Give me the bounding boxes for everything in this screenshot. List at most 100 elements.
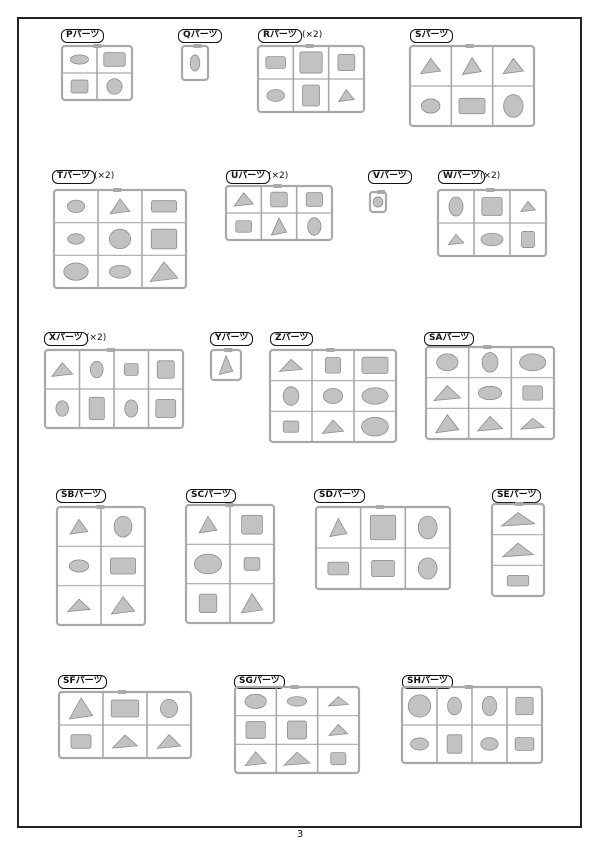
part-multiplier: (×2) xyxy=(480,171,501,181)
kit-part xyxy=(245,721,266,739)
kit-part xyxy=(305,192,323,207)
kit-part xyxy=(150,228,178,250)
kit-part xyxy=(50,362,74,377)
kit-part xyxy=(337,88,355,102)
kit-part xyxy=(244,751,267,767)
page-number: 3 xyxy=(296,829,304,840)
kit-part xyxy=(361,356,389,374)
kit-part xyxy=(265,56,286,69)
kit-part xyxy=(371,559,395,578)
kit-part xyxy=(502,57,525,75)
kit-part xyxy=(109,264,131,279)
runner-sheet xyxy=(180,44,210,82)
kit-part xyxy=(286,696,308,707)
kit-part xyxy=(240,592,264,614)
part-label: SFパーツ xyxy=(58,675,108,689)
runner-tab xyxy=(113,188,122,192)
kit-part xyxy=(337,53,356,72)
kit-part xyxy=(515,696,534,716)
runner-tab xyxy=(464,685,473,689)
part-label: SDパーツ xyxy=(314,489,365,503)
runner-sheet xyxy=(209,348,243,382)
kit-part xyxy=(417,557,438,580)
kit-part xyxy=(435,413,460,434)
kit-part xyxy=(110,699,140,718)
runner-tab xyxy=(486,188,495,192)
part-multiplier: (×2) xyxy=(94,171,115,181)
kit-part xyxy=(299,51,323,74)
part-label: SCパーツ xyxy=(186,489,236,503)
runner-sheet xyxy=(314,505,452,591)
part-label: Uパーツ xyxy=(226,170,271,184)
runner-sheet xyxy=(233,685,361,775)
kit-part xyxy=(322,388,344,404)
kit-part xyxy=(519,417,546,430)
runner-sheet xyxy=(43,348,185,430)
kit-part xyxy=(156,734,182,749)
kit-part xyxy=(63,262,89,281)
part-label: SAパーツ xyxy=(424,332,475,346)
part-label: SEパーツ xyxy=(492,489,542,503)
kit-part xyxy=(110,557,136,575)
kit-part xyxy=(89,360,104,379)
kit-part xyxy=(282,386,300,406)
kit-part xyxy=(361,416,389,437)
kit-part xyxy=(369,514,397,541)
part-label: SGパーツ xyxy=(234,675,285,689)
kit-part xyxy=(68,559,90,573)
runner-sheet xyxy=(57,690,193,760)
runner-tab xyxy=(305,44,314,48)
runner-sheet xyxy=(436,188,548,258)
kit-part xyxy=(55,400,69,417)
kit-part xyxy=(88,396,105,421)
kit-part xyxy=(506,574,530,587)
kit-part xyxy=(481,197,503,216)
kit-part xyxy=(67,199,85,213)
kit-part xyxy=(327,561,350,576)
kit-part xyxy=(328,723,349,737)
kit-part xyxy=(70,734,92,749)
kit-part xyxy=(218,354,234,375)
kit-part xyxy=(461,56,483,75)
part-label: Sパーツ xyxy=(410,29,454,43)
part-label: Vパーツ xyxy=(368,170,412,184)
kit-part xyxy=(410,737,429,751)
kit-part xyxy=(361,387,389,405)
runner-sheet xyxy=(256,44,366,114)
kit-part xyxy=(480,737,499,751)
runner-tab xyxy=(326,348,335,352)
runner-sheet xyxy=(368,190,388,214)
kit-part xyxy=(282,751,311,766)
kit-part xyxy=(70,79,89,94)
kit-part xyxy=(67,233,85,245)
kit-part xyxy=(514,737,535,751)
part-label: Zパーツ xyxy=(270,332,314,346)
kit-part xyxy=(330,752,347,766)
runner-tab xyxy=(515,502,524,506)
kit-part xyxy=(278,358,304,372)
part-label: Yパーツ xyxy=(210,332,254,346)
kit-part xyxy=(447,233,465,246)
runner-sheet xyxy=(490,502,546,598)
runner-tab xyxy=(273,184,282,188)
kit-part xyxy=(519,200,536,213)
kit-part xyxy=(149,261,179,282)
kit-part xyxy=(519,353,547,372)
runner-tab xyxy=(193,44,202,48)
kit-part xyxy=(282,420,300,433)
kit-part xyxy=(233,192,255,207)
kit-part xyxy=(522,385,543,401)
kit-part xyxy=(270,217,288,236)
kit-part xyxy=(447,696,462,716)
kit-part xyxy=(481,696,498,716)
kit-part xyxy=(417,515,438,540)
runner-sheet xyxy=(424,345,556,441)
kit-part xyxy=(160,699,178,718)
kit-part xyxy=(307,217,322,236)
runner-tab xyxy=(118,690,127,694)
kit-part xyxy=(420,98,441,114)
kit-part xyxy=(327,696,350,707)
part-multiplier: (×2) xyxy=(268,171,289,181)
kit-part xyxy=(109,228,131,250)
kit-part xyxy=(477,385,503,401)
